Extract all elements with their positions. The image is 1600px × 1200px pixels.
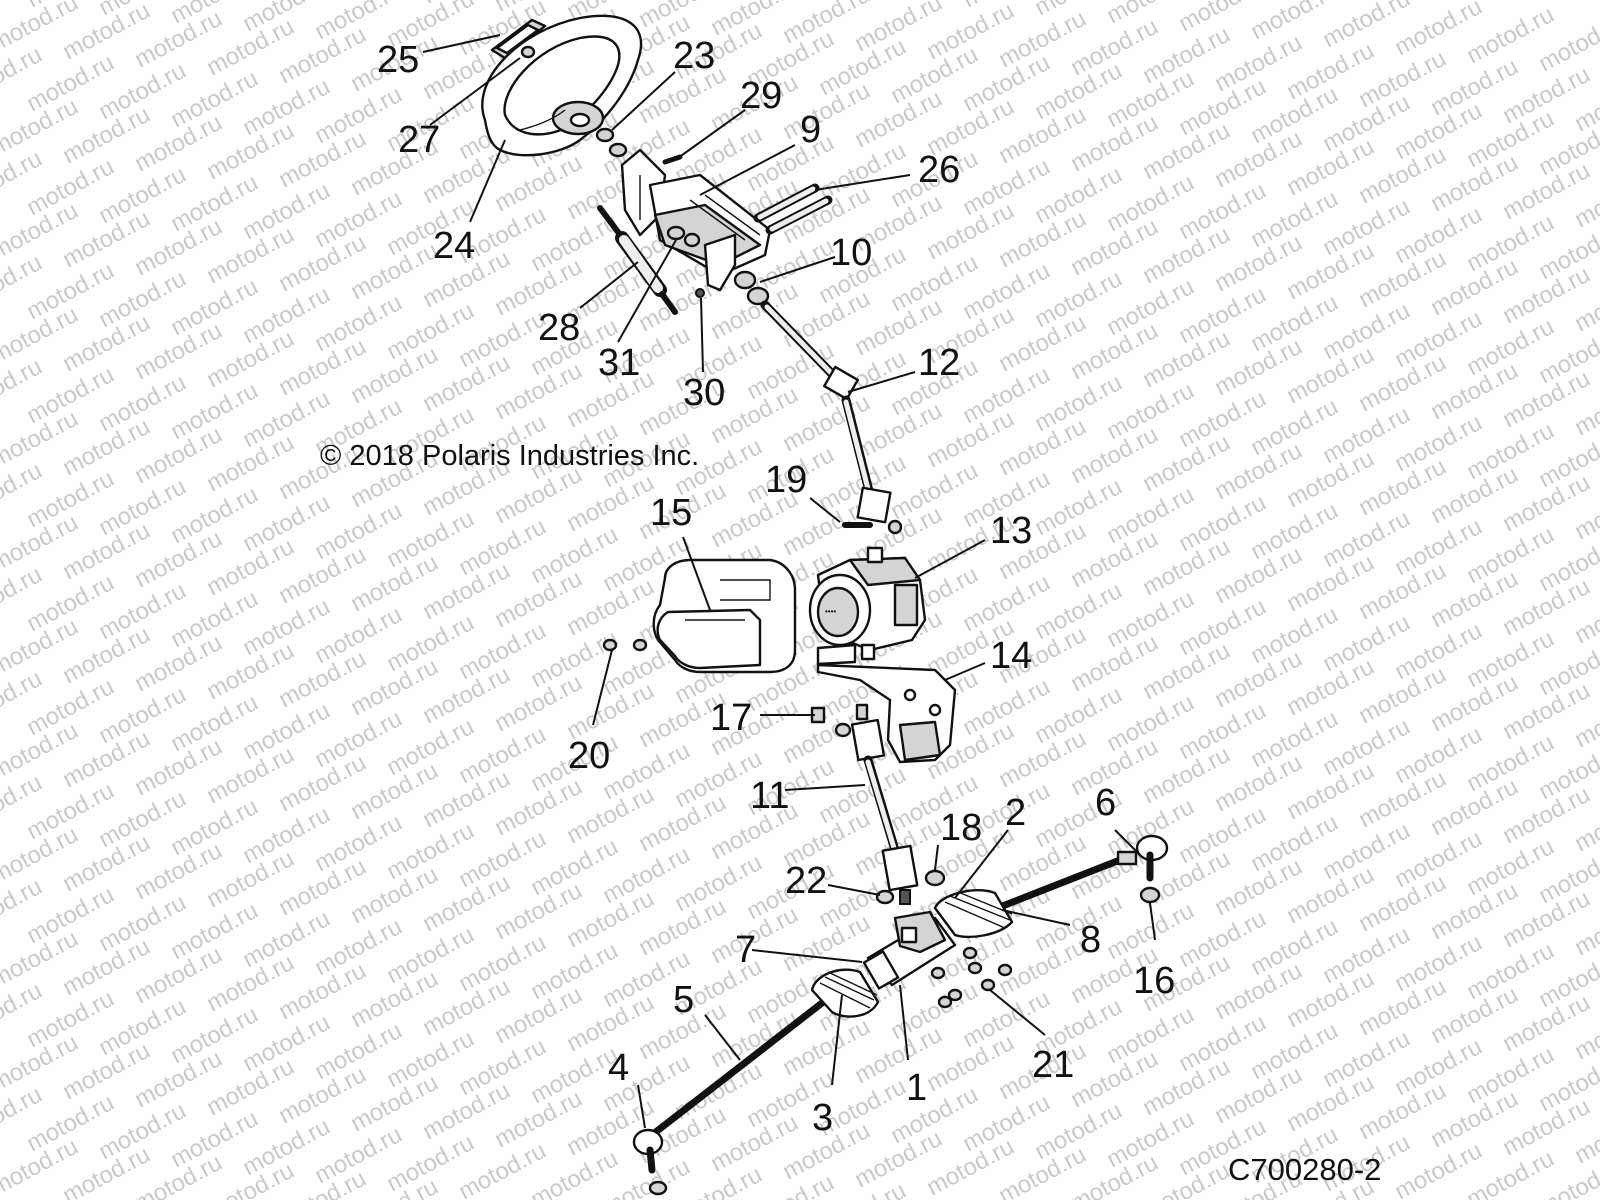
column-bushing-part (595, 127, 628, 158)
svg-text:••••: •••• (825, 607, 836, 616)
callout-2: 2 (1005, 792, 1026, 834)
callout-18: 18 (940, 807, 982, 849)
callout-7: 7 (735, 929, 756, 971)
callout-1: 1 (906, 1067, 927, 1109)
callout-5: 5 (673, 979, 694, 1021)
callout-9: 9 (800, 109, 821, 151)
cover-fastener-part (602, 638, 648, 652)
callout-labels: 25 27 24 23 29 9 26 10 28 31 30 12 19 15… (377, 35, 1175, 1139)
tie-rod-part (644, 854, 1129, 1142)
copyright-notice: © 2018 Polaris Industries Inc. (320, 440, 699, 472)
yoke-bolt-part (875, 889, 895, 905)
steering-column-housing-part (620, 148, 772, 292)
callout-25: 25 (377, 39, 419, 81)
hub-nut-part (520, 45, 536, 59)
horn-pad-part (490, 18, 547, 60)
callout-26: 26 (918, 149, 960, 191)
callout-24: 24 (433, 225, 475, 267)
eps-unit-part: •••• (808, 546, 927, 661)
callout-12: 12 (918, 342, 960, 384)
figure-code: C700280-2 (1228, 1152, 1381, 1187)
bracket-bolt-part (753, 183, 833, 235)
lower-intermediate-shaft-part (834, 718, 919, 905)
callout-14: 14 (990, 635, 1032, 677)
callout-11: 11 (750, 775, 789, 817)
tie-rod-end-left-part (632, 1128, 668, 1196)
rack-boot-part (810, 888, 1014, 1018)
tie-rod-end-right-part (1116, 834, 1169, 882)
lower-column-bushing-part (733, 270, 770, 306)
leader-lines (422, 34, 1156, 1129)
callout-28: 28 (538, 307, 580, 349)
callout-3: 3 (812, 1097, 833, 1139)
callout-17: 17 (710, 697, 752, 739)
eps-mount-bracket-part (816, 643, 957, 764)
strut-bushing-part (683, 232, 701, 248)
callout-29: 29 (740, 75, 782, 117)
callout-31: 31 (598, 342, 640, 384)
tilt-pin-part (662, 154, 683, 165)
callout-22: 22 (785, 860, 827, 902)
callout-16: 16 (1133, 960, 1175, 1002)
callout-30: 30 (683, 372, 725, 414)
callout-15: 15 (650, 492, 692, 534)
upper-intermediate-shaft-part (760, 300, 892, 524)
pivot-bolt-part (695, 288, 705, 298)
tie-rod-nut-part (1139, 886, 1161, 904)
callout-8: 8 (1080, 919, 1101, 961)
callout-27: 27 (398, 119, 440, 161)
callout-13: 13 (990, 510, 1032, 552)
callout-20: 20 (568, 735, 610, 777)
rack-housing-part (862, 910, 957, 990)
callout-6: 6 (1095, 782, 1116, 824)
yoke-nut-part (924, 869, 946, 887)
callout-4: 4 (608, 1047, 629, 1089)
callout-10: 10 (830, 232, 872, 274)
callout-23: 23 (673, 35, 715, 77)
callout-19: 19 (765, 459, 807, 501)
rack-mount-nut-part (930, 946, 1013, 1009)
strut-nut-part (666, 225, 686, 241)
yoke-clamp-bolt-part (842, 519, 903, 535)
callout-21: 21 (1032, 1044, 1074, 1086)
eps-cover-part (652, 558, 797, 674)
